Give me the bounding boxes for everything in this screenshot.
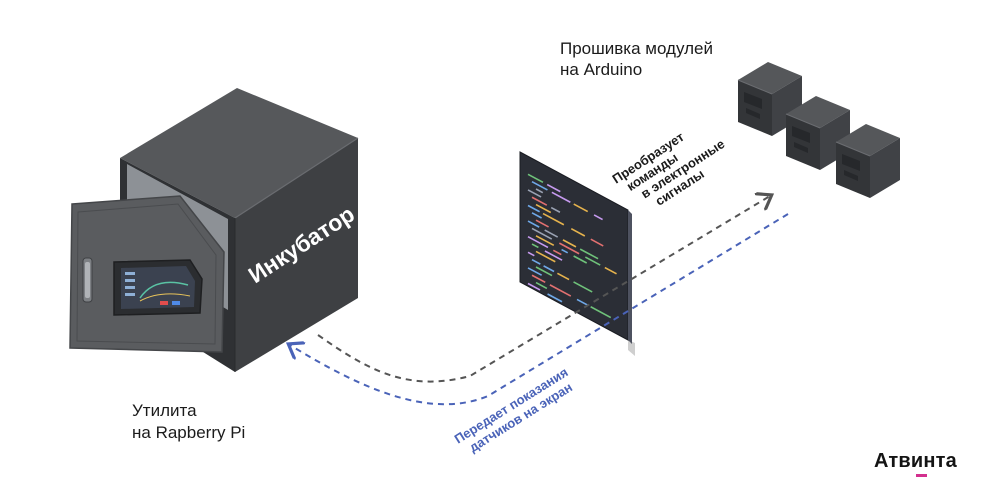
code-lines bbox=[527, 173, 617, 319]
code-panel-shadow bbox=[628, 340, 635, 356]
code-line bbox=[590, 238, 604, 247]
brand-logo: Атвинта bbox=[874, 450, 957, 472]
brand-logo-accent bbox=[916, 474, 927, 477]
code-line bbox=[593, 214, 603, 221]
code-line bbox=[604, 266, 617, 275]
code-line bbox=[535, 203, 552, 214]
code-line bbox=[551, 191, 571, 203]
code-line bbox=[535, 250, 556, 263]
code-line bbox=[527, 189, 542, 198]
code-line bbox=[531, 274, 546, 284]
convert-label: Преобразует команды в электронные сигнал… bbox=[609, 129, 727, 209]
arduino-title-line-1: Прошивка модулей bbox=[560, 39, 713, 58]
code-line bbox=[573, 281, 593, 293]
code-line bbox=[561, 248, 569, 254]
code-line bbox=[527, 267, 543, 276]
code-line bbox=[579, 248, 599, 260]
code-line bbox=[557, 272, 570, 281]
code-line bbox=[527, 282, 541, 291]
command-arrow bbox=[317, 196, 770, 383]
code-line bbox=[573, 255, 588, 264]
rpi-title-line-2: на Rapberry Pi bbox=[132, 423, 246, 442]
code-line bbox=[552, 249, 562, 256]
code-line bbox=[527, 204, 541, 213]
rpi-title: Утилита на Rapberry Pi bbox=[132, 400, 245, 444]
code-line bbox=[547, 293, 563, 303]
code-line bbox=[544, 250, 563, 261]
code-line bbox=[543, 265, 555, 273]
code-panel bbox=[519, 151, 635, 356]
arduino-title: Прошивка модулей на Arduino bbox=[560, 38, 713, 80]
arrows bbox=[290, 196, 789, 406]
code-line bbox=[535, 281, 548, 290]
incubator-right-face bbox=[235, 138, 358, 372]
code-line bbox=[573, 203, 589, 213]
code-line bbox=[546, 183, 561, 193]
arduino-module bbox=[835, 124, 900, 198]
code-line bbox=[535, 188, 544, 194]
code-line bbox=[531, 243, 539, 249]
code-line bbox=[544, 229, 559, 238]
code-line bbox=[527, 220, 540, 228]
code-line bbox=[535, 219, 549, 228]
code-line bbox=[550, 206, 561, 213]
code-line bbox=[527, 251, 535, 257]
code-line bbox=[590, 306, 612, 319]
code-line bbox=[570, 228, 586, 237]
code-line bbox=[535, 235, 555, 247]
incubator: Инкубатор bbox=[69, 88, 359, 372]
code-line bbox=[527, 235, 549, 249]
code-line bbox=[531, 258, 541, 265]
code-line bbox=[549, 284, 572, 297]
code-line bbox=[542, 212, 565, 226]
transmit-label: Передает показания датчиков на экран bbox=[452, 364, 575, 455]
code-line bbox=[576, 298, 588, 306]
sensor-arrow bbox=[290, 213, 789, 406]
code-line bbox=[531, 227, 553, 240]
code-line bbox=[562, 239, 577, 248]
arduino-title-line-2: на Arduino bbox=[560, 60, 643, 79]
arduino-modules bbox=[737, 62, 900, 198]
code-line bbox=[527, 173, 544, 184]
code-line bbox=[531, 212, 542, 219]
rpi-title-line-1: Утилита bbox=[132, 401, 197, 420]
incubator-top bbox=[120, 88, 358, 218]
code-line bbox=[584, 256, 601, 266]
code-line bbox=[558, 242, 580, 255]
code-line bbox=[535, 266, 553, 277]
code-line bbox=[531, 180, 548, 191]
code-line bbox=[531, 196, 548, 206]
